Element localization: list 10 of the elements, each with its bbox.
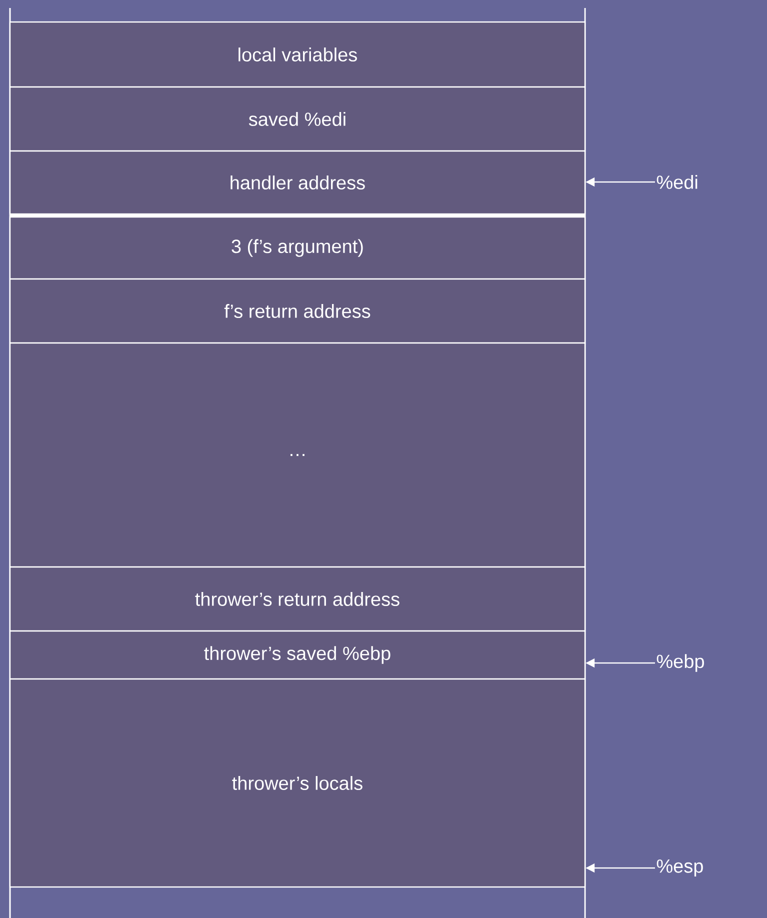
stack-cell: local variables bbox=[9, 21, 586, 88]
stack-cell: f’s return address bbox=[9, 278, 586, 344]
stack-cell: 3 (f’s argument) bbox=[9, 216, 586, 280]
register-label: %esp bbox=[656, 859, 703, 877]
register-label: %edi bbox=[656, 175, 698, 189]
register-label: %ebp bbox=[656, 654, 704, 672]
stack-cell: saved %edi bbox=[9, 86, 586, 152]
stack-cell: thrower’s saved %ebp bbox=[9, 630, 586, 680]
stack-cell: thrower’s return address bbox=[9, 566, 586, 632]
stack-cell: handler address bbox=[9, 150, 586, 215]
